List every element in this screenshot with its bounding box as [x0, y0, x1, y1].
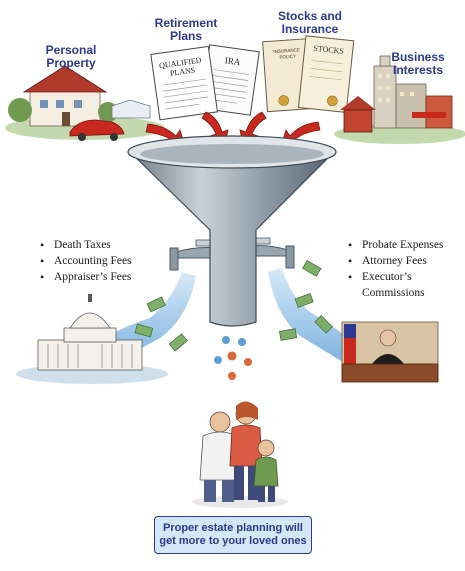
label-line: Business [391, 50, 445, 64]
label-line: Insurance [281, 22, 339, 36]
funnel-drips [214, 336, 252, 380]
cost-item-line: Executor’s [362, 271, 412, 283]
label-retirement-plans: Retirement Plans [148, 17, 224, 43]
cost-item: Death Taxes [40, 237, 132, 253]
qualified-plans-title: QUALIFIED PLANS [159, 55, 206, 79]
ira-document-title: IRA [224, 55, 241, 67]
cost-item-line: Commissions [362, 287, 425, 299]
cost-item: Accounting Fees [40, 253, 132, 269]
stocks-insurance-documents: INSURANCE POLICY STOCKS [262, 35, 355, 113]
family-figures [192, 401, 288, 508]
right-cost-list: Probate Expenses Attorney Fees Executor’… [348, 237, 443, 301]
cost-item: Executor’s Commissions [348, 269, 443, 301]
cost-item: Probate Expenses [348, 237, 443, 253]
label-line: Retirement [154, 16, 218, 30]
label-personal-property: Personal Property [34, 44, 108, 70]
estate-planning-banner: Proper estate planning will get more to … [154, 516, 312, 554]
label-line: Plans [169, 29, 202, 43]
label-line: Stocks and [277, 9, 343, 23]
left-cost-list: Death Taxes Accounting Fees Appraiser’s … [40, 237, 132, 285]
label-business-interests: Business Interests [380, 51, 456, 77]
banner-line: Proper estate planning will [163, 522, 303, 534]
banner-line: get more to your loved ones [159, 535, 307, 547]
insurance-policy-title: INSURANCE POLICY [273, 47, 301, 60]
label-stocks-insurance: Stocks and Insurance [268, 10, 352, 36]
cost-item: Appraiser’s Fees [40, 269, 132, 285]
label-line: Interests [392, 63, 444, 77]
cost-item: Attorney Fees [348, 253, 443, 269]
retirement-documents: IRA QUALIFIED PLANS [150, 44, 260, 121]
label-line: Personal [45, 43, 97, 57]
personal-property-scene [5, 65, 165, 141]
capitol-building [16, 294, 168, 384]
stocks-certificate-title: STOCKS [313, 44, 344, 56]
estate-funnel [127, 135, 337, 327]
business-interests-scene [334, 55, 465, 144]
courtroom-judge [341, 321, 439, 383]
money-bills [134, 260, 333, 352]
label-line: Property [46, 56, 96, 70]
